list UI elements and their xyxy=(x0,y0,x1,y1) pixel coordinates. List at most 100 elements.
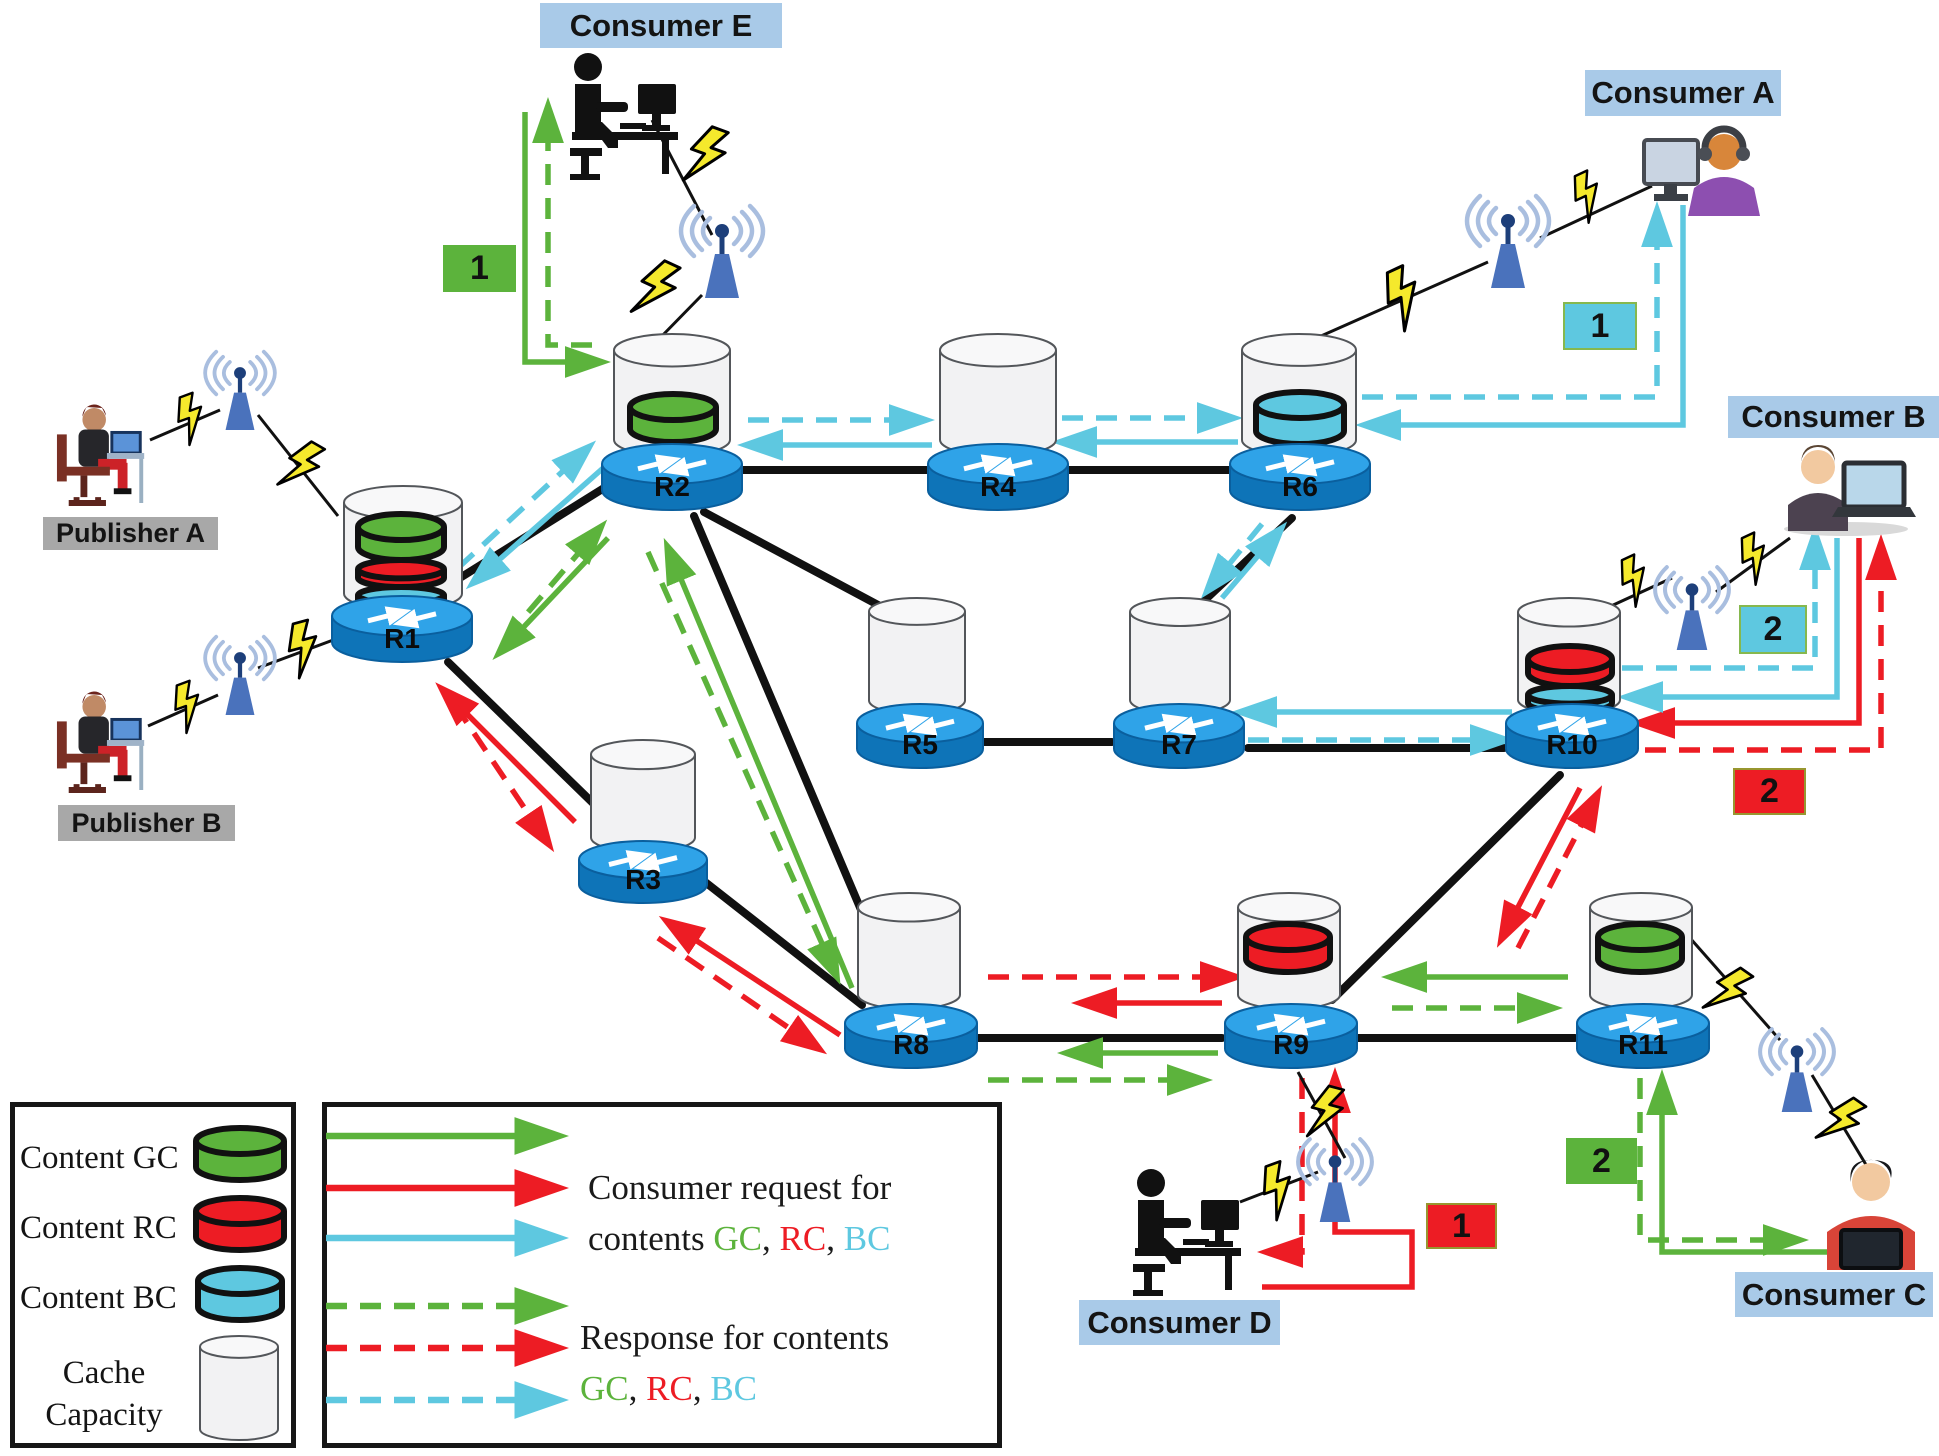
legend-disk-cyan xyxy=(195,1265,285,1297)
cache-cylinder-R10 xyxy=(1517,597,1621,628)
consumer-a-label: Consumer A xyxy=(1585,70,1781,116)
router-R8: R8 xyxy=(844,892,978,1069)
flow-arrows-layer xyxy=(326,97,1897,1419)
router-swish-icon xyxy=(662,456,707,477)
flow-req-bc-a-r6 xyxy=(1355,205,1686,441)
flow-rsp-gc-r2-e xyxy=(532,97,592,348)
router-swish-icon xyxy=(633,852,678,873)
router-swish-icon xyxy=(1169,716,1214,736)
flow-req-bc-b-r10 xyxy=(1617,538,1840,713)
step-badge-red-2: 2 xyxy=(1733,768,1806,815)
content-disk-red-R10 xyxy=(1525,643,1615,675)
flow-req-rc-b-r10 xyxy=(1629,538,1862,739)
flow-rsp-bc-r1-r2 xyxy=(456,440,597,571)
step-badge-green-2: 2 xyxy=(1566,1138,1637,1184)
router-label-R5: R5 xyxy=(902,729,938,760)
router-swish-icon xyxy=(1633,1016,1678,1036)
lightning-icon xyxy=(1564,167,1612,226)
flow-rsp-bc-r6-r7 xyxy=(1201,522,1265,599)
network-link xyxy=(1328,771,1564,1004)
legend-response-text: Response for contents GC, RC, BC xyxy=(580,1318,890,1408)
router-R6: R6 xyxy=(1229,333,1371,511)
cache-cylinder-R7 xyxy=(1129,597,1231,627)
router-swish-icon xyxy=(901,1016,946,1036)
router-R5: R5 xyxy=(856,597,984,769)
content-disk-red-R9 xyxy=(1243,921,1333,953)
wireless-link xyxy=(656,293,704,342)
lightning-icon xyxy=(1699,960,1758,1025)
router-label-R8: R8 xyxy=(893,1029,929,1060)
antenna-icon xyxy=(1467,196,1549,288)
flow-rsp-rc-r9-r10 xyxy=(1515,785,1603,950)
publisher-b-icon xyxy=(57,692,144,792)
legend-item-content-rc: Content RC xyxy=(20,1209,177,1246)
router-swish-icon xyxy=(910,716,955,736)
cache-cylinder-R3 xyxy=(590,739,696,771)
consumer-b-label: Consumer B xyxy=(1728,396,1939,438)
legend-disk-red xyxy=(193,1195,287,1227)
lightning-icon xyxy=(626,254,686,326)
lightning-icon xyxy=(1303,1081,1349,1145)
flow-rsp-rc-r1-r3 xyxy=(452,703,555,853)
consumer-c-icon xyxy=(1825,1157,1917,1272)
cache-cylinder-R5 xyxy=(868,597,966,626)
cache-cylinder-R2 xyxy=(613,333,731,368)
router-label-R11: R11 xyxy=(1618,1029,1668,1060)
router-R1: R1 xyxy=(331,485,473,663)
router-label-R9: R9 xyxy=(1273,1029,1309,1060)
legend-item-content-gc: Content GC xyxy=(20,1139,179,1176)
lightning-icon xyxy=(281,617,327,681)
consumer-a-icon xyxy=(1644,129,1760,216)
cache-cylinder-R8 xyxy=(857,892,961,923)
publisher-a-label: Publisher A xyxy=(43,517,218,550)
consumer-d-icon xyxy=(1133,1169,1241,1296)
router-R10: R10 xyxy=(1505,597,1639,769)
step-badge-red-1: 1 xyxy=(1426,1203,1497,1249)
legend-cache-cylinder xyxy=(199,1335,279,1359)
legend-request-text: Consumer request for contents GC, RC, BC xyxy=(588,1168,892,1258)
legend-cache-cylinder xyxy=(199,1346,279,1441)
lightning-icon xyxy=(166,678,211,736)
router-R3: R3 xyxy=(578,739,708,904)
flow-req-gc-r8-r2 xyxy=(663,537,855,990)
router-label-R7: R7 xyxy=(1161,729,1197,760)
lightning-icon xyxy=(1254,1158,1304,1223)
consumer-c-label: Consumer C xyxy=(1735,1272,1933,1317)
router-label-R4: R4 xyxy=(980,471,1016,502)
cache-cylinder-R11 xyxy=(1589,892,1693,923)
flow-req-bc-r2-r1 xyxy=(465,459,612,590)
router-R2: R2 xyxy=(601,333,743,511)
wireless-link xyxy=(147,693,219,728)
step-badge-cyan-2: 2 xyxy=(1739,605,1807,654)
lightning-icon xyxy=(1731,529,1779,588)
router-label-R6: R6 xyxy=(1282,471,1318,502)
network-link xyxy=(444,658,602,812)
cache-cylinder-R5 xyxy=(868,611,966,715)
flow-req-rc-r3-r1 xyxy=(435,682,577,824)
flow-rsp-gc-r11-c xyxy=(1637,1078,1809,1256)
flow-req-rc-r8-r3 xyxy=(658,915,842,1038)
router-swish-icon xyxy=(988,456,1033,477)
lightning-icon xyxy=(1374,262,1434,334)
content-disk-red-R1 xyxy=(355,557,447,582)
publisher-a-icon xyxy=(57,405,144,505)
flow-req-rc-r10-r9 xyxy=(1496,786,1583,948)
lightning-icon xyxy=(678,121,734,192)
content-disk-green-R1 xyxy=(355,511,447,543)
antenna-icon xyxy=(205,352,275,430)
router-swish-icon xyxy=(1281,1016,1326,1036)
consumer-e-label: Consumer E xyxy=(540,3,782,48)
network-link xyxy=(690,512,882,954)
legend-item-content-bc: Content BC xyxy=(20,1279,177,1316)
router-swish-icon xyxy=(392,608,437,629)
wireless-layer xyxy=(57,53,1916,1296)
cache-cylinder-R4 xyxy=(939,333,1057,368)
flow-rsp-gc-r1-r2 xyxy=(503,519,608,640)
lightning-icon xyxy=(169,390,214,448)
antenna-icon xyxy=(1760,1029,1834,1112)
legend-flows-box xyxy=(322,1102,1002,1448)
router-R7: R7 xyxy=(1113,597,1245,769)
router-label-R3: R3 xyxy=(625,864,661,895)
router-R4: R4 xyxy=(927,333,1069,511)
